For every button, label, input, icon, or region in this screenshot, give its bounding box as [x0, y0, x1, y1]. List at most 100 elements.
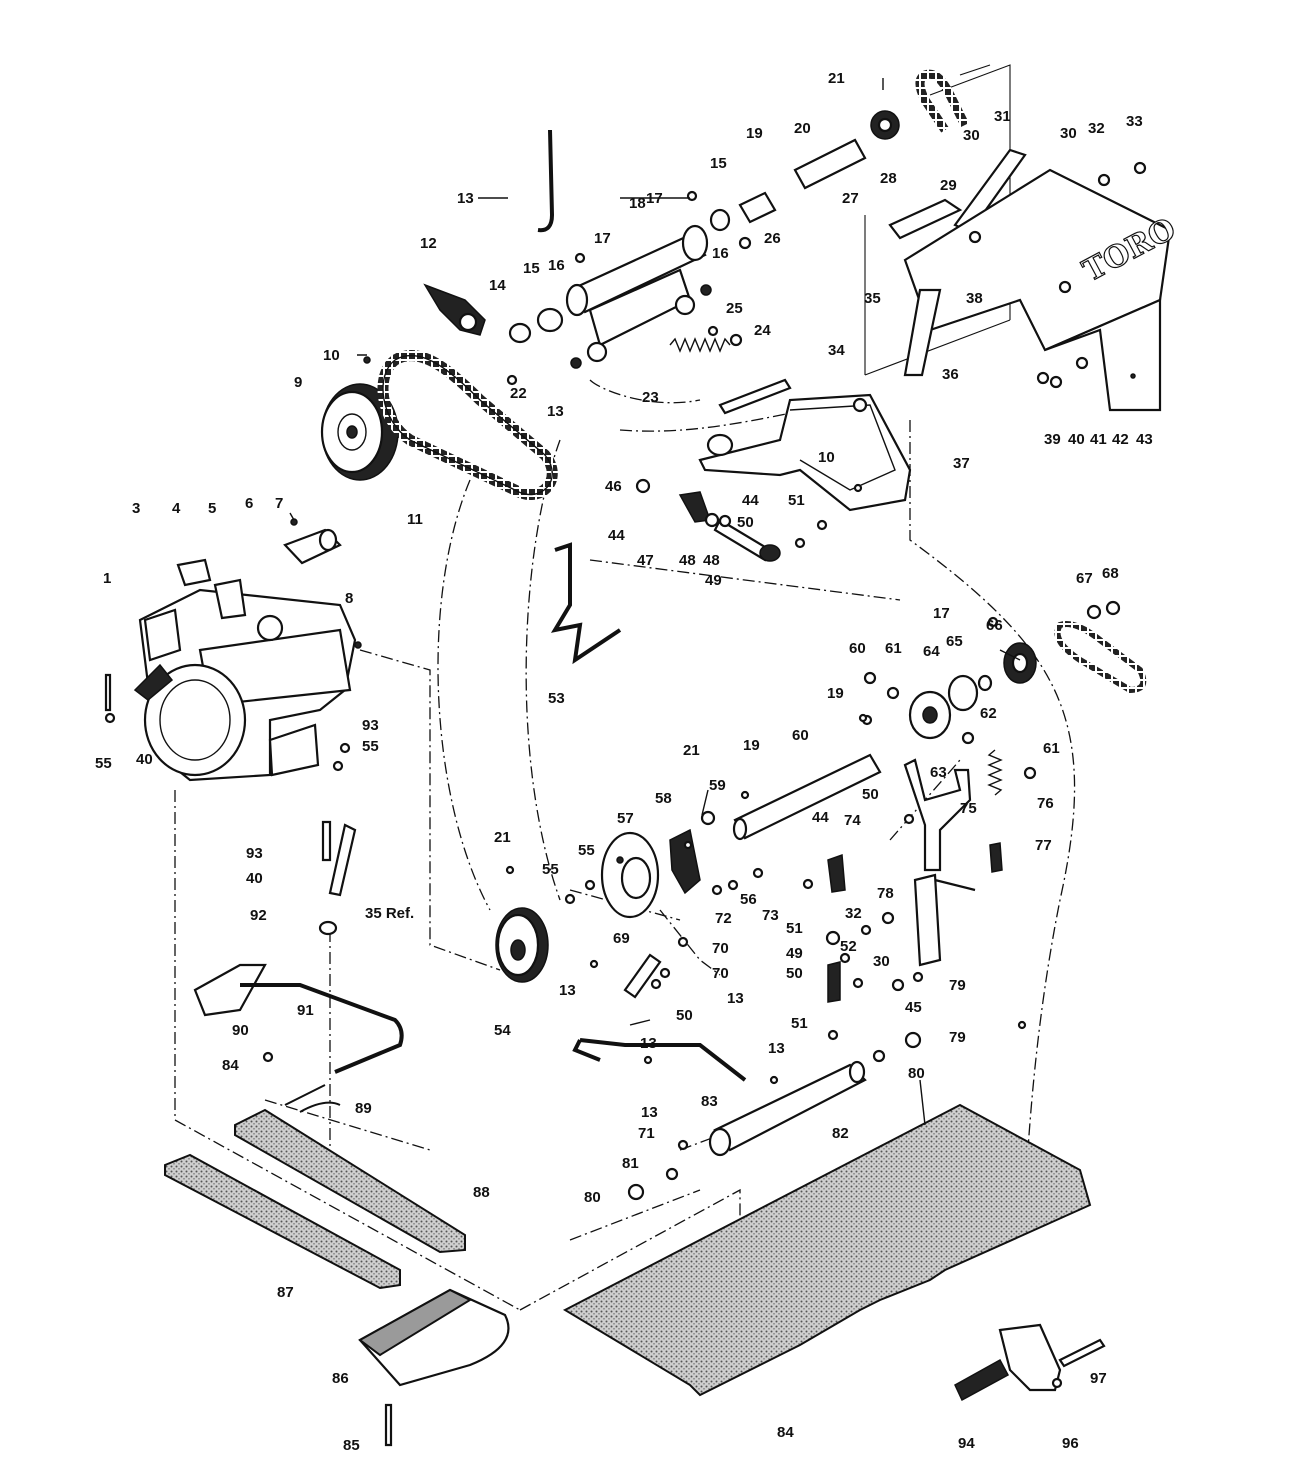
callout-46: 47 [637, 552, 654, 569]
callout-40b: 40 [136, 751, 153, 768]
callout-55c: 55 [578, 842, 595, 859]
callout-59: 60 [792, 727, 809, 744]
callout-87: 88 [473, 1184, 490, 1201]
callout-47: 48 [679, 552, 696, 569]
pulley-part-9 [320, 383, 399, 481]
callout-84b: 85 [343, 1437, 360, 1454]
callout-5: 5 [208, 500, 216, 517]
callout-44d: 45 [905, 999, 922, 1016]
callout-80b: 81 [622, 1155, 639, 1172]
callout-48a: 48 [703, 552, 720, 569]
callout-7: 7 [275, 495, 283, 512]
callout-35-ref: 35 Ref. [365, 905, 414, 922]
callout-70a: 70 [712, 940, 729, 957]
callout-49b: 50 [786, 965, 803, 982]
rod-top [537, 129, 555, 233]
callout-80a: 80 [908, 1065, 925, 1082]
floor-plate-part-83 [562, 1103, 1092, 1397]
callout-13d: 13 [727, 990, 744, 1007]
callout-78: 79 [949, 977, 966, 994]
callout-45: 46 [605, 478, 622, 495]
clip-part-76 [989, 842, 1003, 873]
spring-part-88 [284, 1084, 341, 1113]
callout-94: 96 [1062, 1435, 1079, 1452]
callout-21a: 21 [828, 70, 845, 87]
bolt-part-1 [104, 673, 112, 712]
callout-50c: 50 [676, 1007, 693, 1024]
callout-89: 90 [232, 1022, 249, 1039]
callout-74: 75 [960, 800, 977, 817]
callout-14: 14 [489, 277, 506, 294]
callout-1: 1 [103, 570, 111, 587]
callout-58: 59 [709, 777, 726, 794]
callout-30b: 30 [1060, 125, 1077, 142]
callout-50b: 50 [862, 786, 879, 803]
callout-61b: 62 [980, 705, 997, 722]
callout-41: 41 [1090, 431, 1107, 448]
lever-part-68 [623, 953, 662, 999]
callout-93a: 93 [362, 717, 379, 734]
callout-51a: 51 [788, 492, 805, 509]
callout-19b: 19 [827, 685, 844, 702]
callout-77: 78 [877, 885, 894, 902]
bolt-part-84-lower [384, 1403, 393, 1447]
callout-10b: 10 [818, 449, 835, 466]
callout-69: 70 [712, 965, 729, 982]
rod-part-34 [718, 378, 792, 415]
callout-50d: 51 [791, 1015, 808, 1032]
chain-loop [1054, 621, 1147, 694]
callout-37: 37 [953, 455, 970, 472]
callout-25: 25 [726, 300, 743, 317]
callout-35: 35 [864, 290, 881, 307]
callout-52: 53 [548, 690, 565, 707]
callout-11: 11 [407, 511, 423, 528]
callout-84a: 84 [222, 1057, 239, 1074]
bolt-part-92 [321, 820, 332, 862]
callout-55d: 56 [740, 891, 757, 908]
bushings [508, 208, 731, 369]
spring-part-23 [669, 337, 731, 353]
callout-86: 87 [277, 1284, 294, 1301]
callout-13c: 13 [559, 982, 576, 999]
callout-17a: 17 [646, 190, 663, 207]
pedal-part-89 [193, 963, 267, 1017]
grip-parts-93-94 [954, 1323, 1106, 1402]
bracket-part-4 [176, 558, 212, 587]
rod-part-90 [240, 983, 404, 1074]
rail-part-87 [234, 1108, 466, 1254]
callout-79a: 79 [949, 1029, 966, 1046]
callout-81: 82 [832, 1125, 849, 1142]
callout-19c: 19 [743, 737, 760, 754]
small-fasteners [104, 161, 1147, 1389]
callout-82: 83 [701, 1093, 718, 1110]
callout-71: 72 [715, 910, 732, 927]
callout-76: 77 [1035, 837, 1052, 854]
sprocket-part-28 [870, 110, 900, 140]
callout-23: 23 [642, 389, 659, 406]
callout-66: 67 [1076, 570, 1093, 587]
callout-93b: 94 [958, 1435, 975, 1452]
callout-51b: 51 [786, 920, 803, 937]
shaft-part-81 [708, 1060, 867, 1157]
housing-part-18 [565, 224, 709, 363]
callout-68: 69 [613, 930, 630, 947]
arm-part-12 [423, 283, 486, 336]
callout-44a: 44 [608, 527, 625, 544]
nut-part-91 [318, 920, 338, 936]
bracket-part-35-ref [328, 823, 357, 897]
bracket-part-35 [903, 288, 942, 377]
callout-8: 8 [345, 590, 353, 607]
callout-79b: 80 [584, 1189, 601, 1206]
callout-44b: 44 [742, 492, 759, 509]
callout-13g: 13 [640, 1035, 657, 1052]
rod-part-52 [550, 542, 622, 665]
plate-part-85 [358, 1288, 510, 1387]
callout-64: 65 [946, 633, 963, 650]
clevis-part-73 [827, 853, 846, 893]
callout-56: 57 [617, 810, 634, 827]
callout-17b: 17 [594, 230, 611, 247]
rail-part-86 [164, 1153, 401, 1290]
callout-48b: 49 [786, 945, 803, 962]
callout-49a: 49 [705, 572, 722, 589]
rod-part-82 [572, 1038, 747, 1082]
